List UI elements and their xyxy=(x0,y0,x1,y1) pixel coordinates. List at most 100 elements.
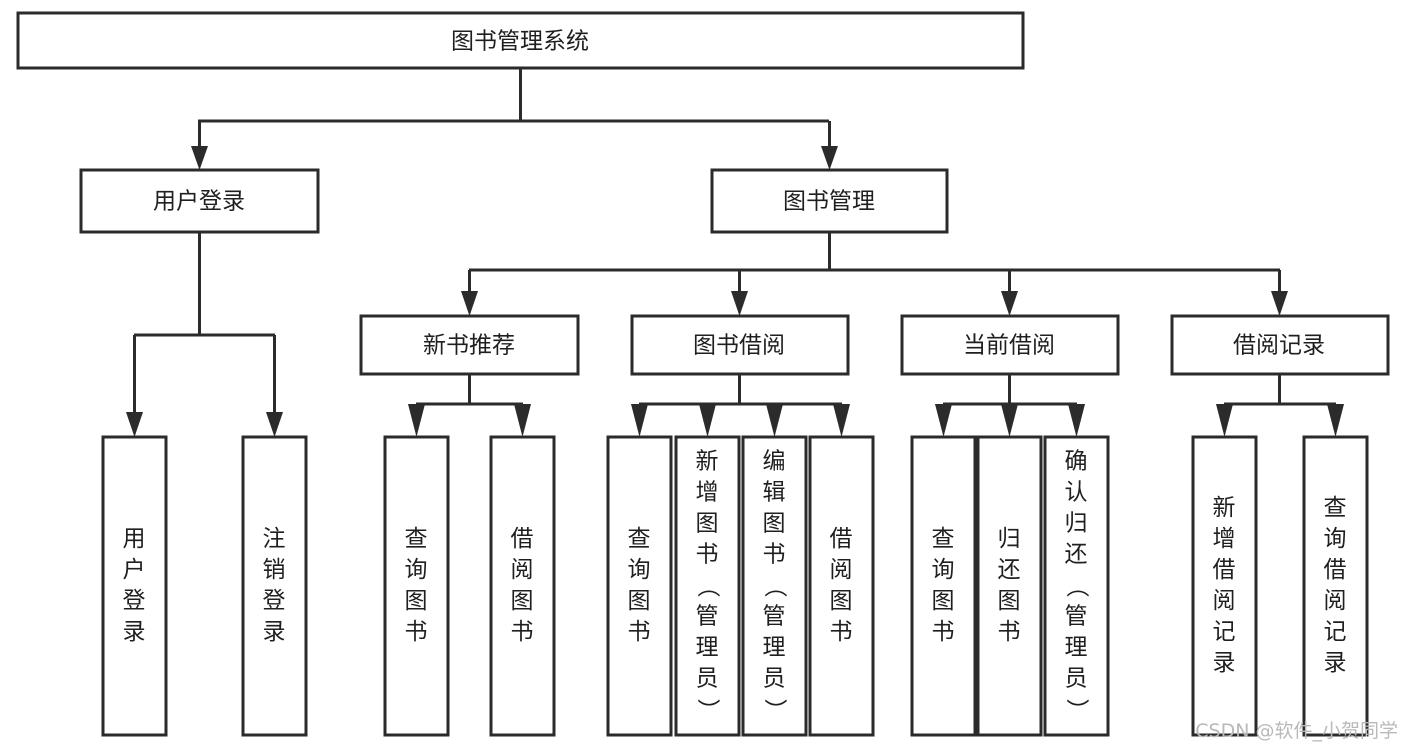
leaf-label-char: 销 xyxy=(263,557,286,583)
leaf-label-char: 登 xyxy=(123,588,146,614)
node-user-login-label: 用户登录 xyxy=(153,189,245,215)
leaf-box[interactable] xyxy=(241,435,308,737)
leaf-label-char: 书 xyxy=(696,542,719,568)
node-book-management[interactable]: 图书管理 xyxy=(710,168,949,234)
leaf-box[interactable] xyxy=(101,435,168,737)
leaf-box[interactable] xyxy=(383,435,450,737)
node-current-borrow-box[interactable] xyxy=(900,314,1120,376)
node-current-borrow-label: 当前借阅 xyxy=(963,333,1055,359)
leaf-label-char: 图 xyxy=(405,588,428,614)
leaf-label-char: 书 xyxy=(932,619,955,645)
node-book-management-box[interactable] xyxy=(710,168,949,234)
node-borrow-record-box[interactable] xyxy=(1170,314,1390,376)
arrow-borrow-leaf-4 xyxy=(833,404,850,437)
leaf-label-char: 认 xyxy=(1065,480,1088,506)
node-new-book-recommend-box[interactable] xyxy=(359,314,580,376)
connector-layer xyxy=(126,68,1344,437)
node-user-login-box[interactable] xyxy=(79,168,320,234)
leaf-label-char: 书 xyxy=(998,619,1021,645)
leaf-label-char: 图 xyxy=(932,588,955,614)
leaf-label-char: 员 xyxy=(763,666,786,692)
arrow-book-mgmt-to-current xyxy=(1001,291,1018,316)
arrow-current-leaf-2 xyxy=(1001,404,1018,437)
leaf-box[interactable] xyxy=(1043,435,1110,737)
leaf-label-char: 增 xyxy=(1213,526,1236,552)
leaf-label-char: 查 xyxy=(932,526,955,552)
leaf-label-char: 确 xyxy=(1065,449,1088,475)
leaf-label-char: 辑 xyxy=(763,480,786,506)
leaf-label-char: ） xyxy=(695,699,721,722)
node-new-book-recommend-label: 新书推荐 xyxy=(423,333,515,359)
leaf-label-char: 书 xyxy=(628,619,651,645)
node-book-borrow-box[interactable] xyxy=(630,314,850,376)
node-root-box[interactable] xyxy=(16,11,1025,70)
leaf-label-char: 理 xyxy=(1065,635,1088,661)
leaf-box[interactable] xyxy=(910,435,977,737)
leaf-label-char: 书 xyxy=(830,619,853,645)
arrow-book-mgmt-to-new-book xyxy=(461,291,478,316)
leaf-box[interactable] xyxy=(808,435,875,737)
node-user-login[interactable]: 用户登录 xyxy=(79,168,320,234)
leaf-label-char: ） xyxy=(762,699,788,722)
leaf-label-char: 询 xyxy=(1324,526,1347,552)
node-book-management-label: 图书管理 xyxy=(783,189,875,215)
leaf-box[interactable] xyxy=(489,435,556,737)
leaf-label-char: 借 xyxy=(1324,557,1347,583)
arrow-user-login-leaf-2 xyxy=(266,412,283,437)
leaf-label-char: 录 xyxy=(1324,650,1347,676)
leaf-label-char: 归 xyxy=(998,526,1021,552)
leaf-label-char: 编 xyxy=(763,449,786,475)
leaf-label-char: （ xyxy=(695,575,721,598)
leaf-label-char: 录 xyxy=(123,619,146,645)
node-borrow-record[interactable]: 借阅记录 xyxy=(1170,314,1390,376)
leaf-label-char: 还 xyxy=(998,557,1021,583)
leaf-label-char: 阅 xyxy=(1213,588,1236,614)
node-current-borrow[interactable]: 当前借阅 xyxy=(900,314,1120,376)
leaf-box[interactable] xyxy=(1302,435,1369,737)
leaf-label-char: 询 xyxy=(628,557,651,583)
leaf-label-char: 增 xyxy=(696,480,719,506)
leaf-label-char: 管 xyxy=(1065,604,1088,630)
leaf-box[interactable] xyxy=(1191,435,1258,737)
leaf-label-char: （ xyxy=(762,575,788,598)
leaf-label-char: 书 xyxy=(405,619,428,645)
leaf-node[interactable]: 用户登录 xyxy=(101,435,168,737)
leaf-label-char: 员 xyxy=(1065,666,1088,692)
node-root[interactable]: 图书管理系统 xyxy=(16,11,1025,70)
node-book-borrow[interactable]: 图书借阅 xyxy=(630,314,850,376)
arrow-record-leaf-1 xyxy=(1216,404,1233,437)
node-new-book-recommend[interactable]: 新书推荐 xyxy=(359,314,580,376)
leaf-box[interactable] xyxy=(976,435,1043,737)
arrow-new-book-leaf-2 xyxy=(514,404,531,437)
leaf-box[interactable] xyxy=(606,435,673,737)
arrow-user-login-leaf-1 xyxy=(126,412,143,437)
arrow-borrow-leaf-2 xyxy=(699,404,716,437)
leaf-box[interactable] xyxy=(674,435,741,737)
leaf-label-char: 新 xyxy=(1213,495,1236,521)
leaf-box[interactable] xyxy=(741,435,808,737)
leaf-label-char: 借 xyxy=(511,526,534,552)
leaf-label: 用户登录 xyxy=(123,526,146,645)
leaf-label-char: 管 xyxy=(696,604,719,630)
leaf-label-char: 询 xyxy=(932,557,955,583)
